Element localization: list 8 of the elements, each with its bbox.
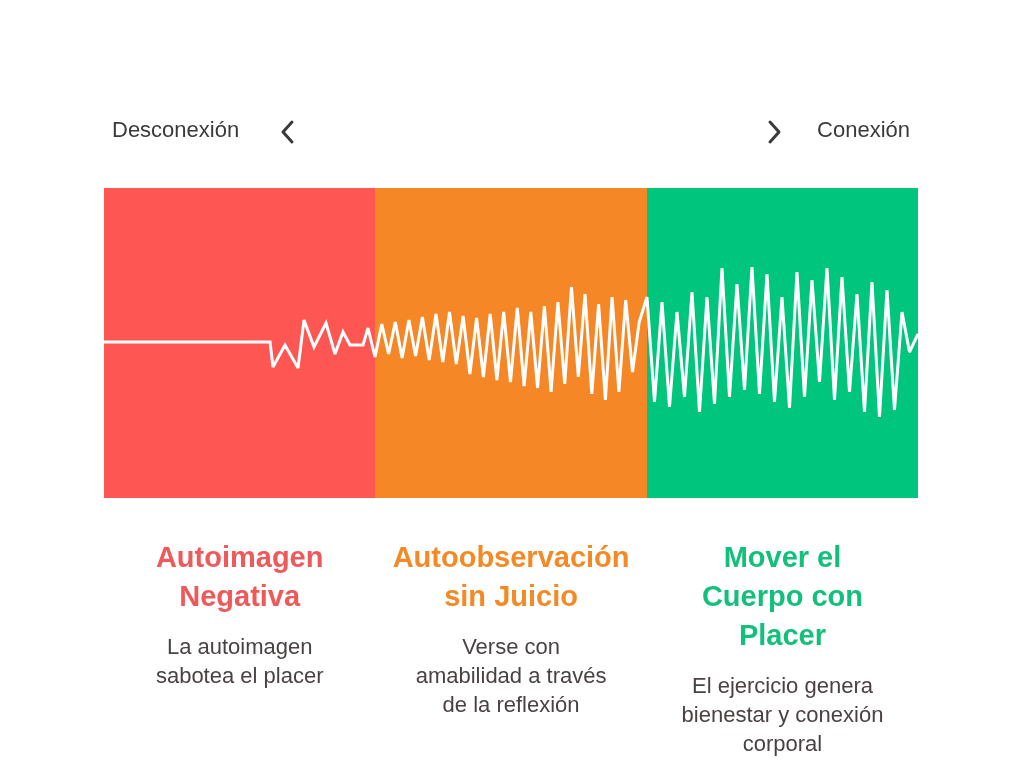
stage-description: Verse con amabilidad a través de la reflexión — [414, 633, 608, 719]
stage-description: La autoimagen sabotea el placer — [154, 633, 325, 690]
stage-heading: Mover el Cuerpo con Placer — [700, 540, 865, 653]
stage-heading: Autoobservación sin Juicio — [391, 540, 631, 614]
scale-label: Conexión — [817, 116, 910, 144]
stage-heading: Autoimagen Negativa — [154, 540, 325, 614]
stage-description: El ejercicio genera bienestar y conexión corporal — [680, 672, 885, 758]
scale-label: Desconexión — [112, 116, 240, 144]
